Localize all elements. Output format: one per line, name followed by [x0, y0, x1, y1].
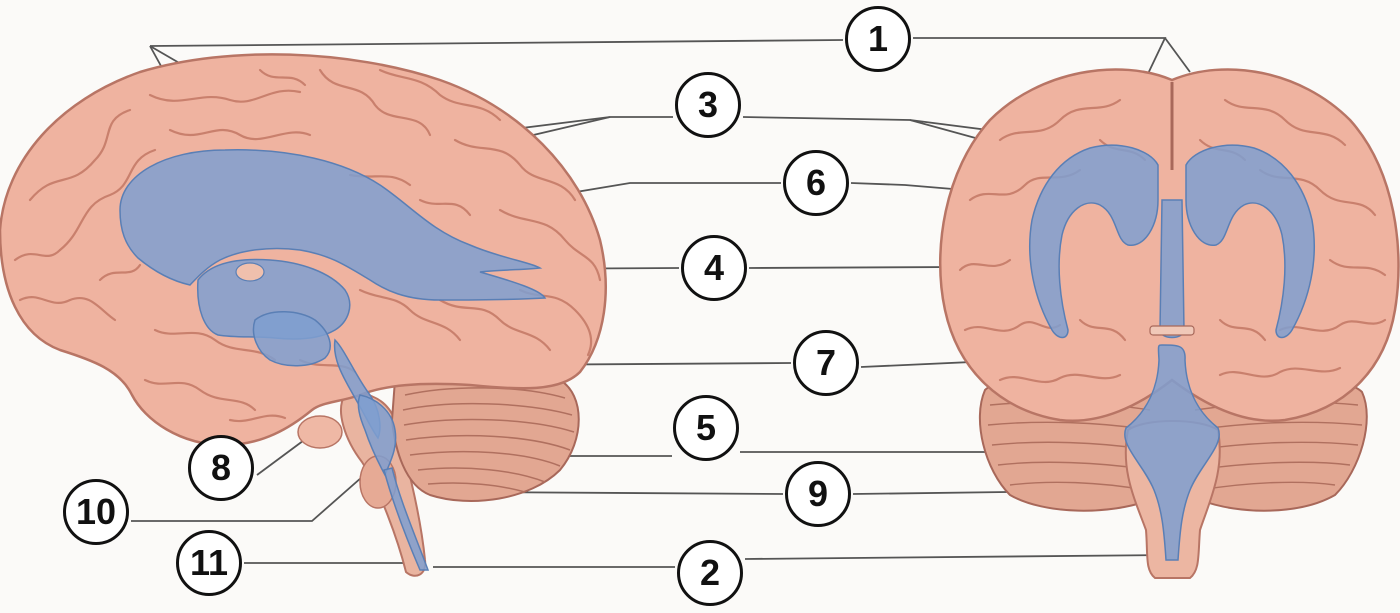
cerebellum-folia-lateral — [402, 387, 575, 493]
lateral-ventricle-lateral — [119, 149, 547, 301]
interthalamic-adhesion — [235, 262, 265, 282]
callout-5: 5 — [673, 395, 739, 461]
callout-10: 10 — [63, 479, 129, 545]
callout-7: 7 — [793, 330, 859, 396]
ventricles-lateral — [119, 149, 547, 571]
temporal-horn-lateral — [252, 311, 331, 367]
callout-9: 9 — [785, 461, 851, 527]
callout-3: 3 — [675, 72, 741, 138]
central-canal-lateral — [383, 467, 430, 571]
right-lateral-ventricle-frontal — [1185, 144, 1315, 339]
third-ventricle-frontal — [1159, 199, 1185, 339]
left-lateral-ventricle-frontal — [1029, 144, 1159, 339]
lateral-brain-view — [0, 53, 607, 577]
callout-6: 6 — [783, 150, 849, 216]
gyri-frontal — [958, 98, 1387, 384]
ventricles-frontal — [1029, 144, 1315, 561]
third-ventricle-roof — [1149, 325, 1195, 336]
callout-8: 8 — [188, 435, 254, 501]
gyri-lateral — [13, 68, 602, 423]
temporal-pole — [297, 415, 343, 449]
callout-11: 11 — [176, 530, 242, 596]
callout-4: 4 — [681, 235, 747, 301]
frontal-brain-view — [939, 68, 1400, 579]
callout-2: 2 — [677, 540, 743, 606]
fourth-ventricle-frontal — [1124, 344, 1220, 561]
callout-1: 1 — [845, 6, 911, 72]
